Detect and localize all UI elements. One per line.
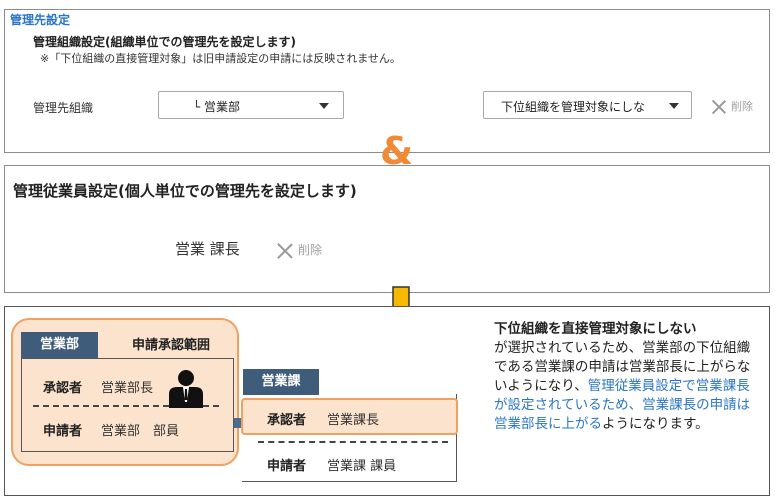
delete-label: 削除 (298, 243, 323, 257)
org-management-panel (4, 9, 770, 153)
approver-value: 営業部長 (101, 381, 154, 396)
requester-value: 営業部 部員 (101, 424, 180, 439)
dept-box-eigyobu (21, 358, 234, 452)
org-select-value: └ 営業部 (193, 100, 241, 114)
employee-management-panel: 管理従業員設定(個人単位での管理先を設定します) 営業 課長 削除 (4, 165, 770, 293)
sub-org-select-value: 下位組織を管理対象にしな (501, 100, 646, 114)
section-title: 管理従業員設定(個人単位での管理先を設定します) (13, 182, 357, 200)
requester-label: 申請者 (267, 459, 307, 474)
connector-line (234, 418, 242, 428)
scope-label: 申請承認範囲 (132, 338, 211, 353)
delete-label: 削除 (731, 100, 753, 113)
section-subtitle: 管理組織設定(組織単位での管理先を設定します) (33, 35, 296, 49)
chevron-down-icon (319, 103, 329, 109)
ampersand-symbol: & (380, 129, 414, 173)
explanation-highlight: 管理従業員設定で営業課長が設定されているため、営業課長の申請は営業部長に上がる (494, 378, 751, 432)
explanation-text: 下位組織を直接管理対象にしないが選択されているため、営業部の下位組織である営業課… (494, 320, 756, 434)
approver-label: 承認者 (43, 381, 83, 396)
divider (258, 441, 448, 443)
approver-label: 承認者 (267, 413, 307, 428)
requester-value: 営業課 課員 (327, 459, 397, 474)
divider (33, 405, 219, 407)
approver-highlight (241, 398, 458, 435)
approver-value: 営業課長 (327, 413, 380, 428)
dept-tab-eigyoka: 営業課 (243, 369, 319, 395)
explanation-part1: が選択されているため、営業部の下位組織である営業課の申請は営業部長に上がらないよ… (494, 340, 751, 394)
sub-org-select[interactable]: 下位組織を管理対象にしな (483, 91, 692, 119)
org-select[interactable]: └ 営業部 (158, 91, 344, 119)
chevron-down-icon (669, 103, 679, 109)
panel-title: 管理先設定 (10, 13, 71, 27)
delete-button[interactable]: 削除 (711, 98, 753, 115)
requester-label: 申請者 (43, 424, 83, 439)
note-text: ※「下位組織の直接管理対象」は旧申請設定の申請には反映されません。 (40, 52, 401, 65)
person-icon (169, 370, 203, 408)
dept-box-eigyoka (242, 394, 457, 482)
explanation-part2: ようになります。 (602, 416, 709, 432)
close-icon (711, 99, 727, 115)
dept-tab-eigyobu: 営業部 (21, 332, 98, 358)
delete-button[interactable]: 削除 (276, 241, 322, 260)
employee-name: 営業 課長 (175, 240, 240, 258)
close-icon (276, 242, 294, 260)
org-field-label: 管理先組織 (33, 101, 94, 115)
explanation-bold: 下位組織を直接管理対象にしない (494, 321, 697, 337)
